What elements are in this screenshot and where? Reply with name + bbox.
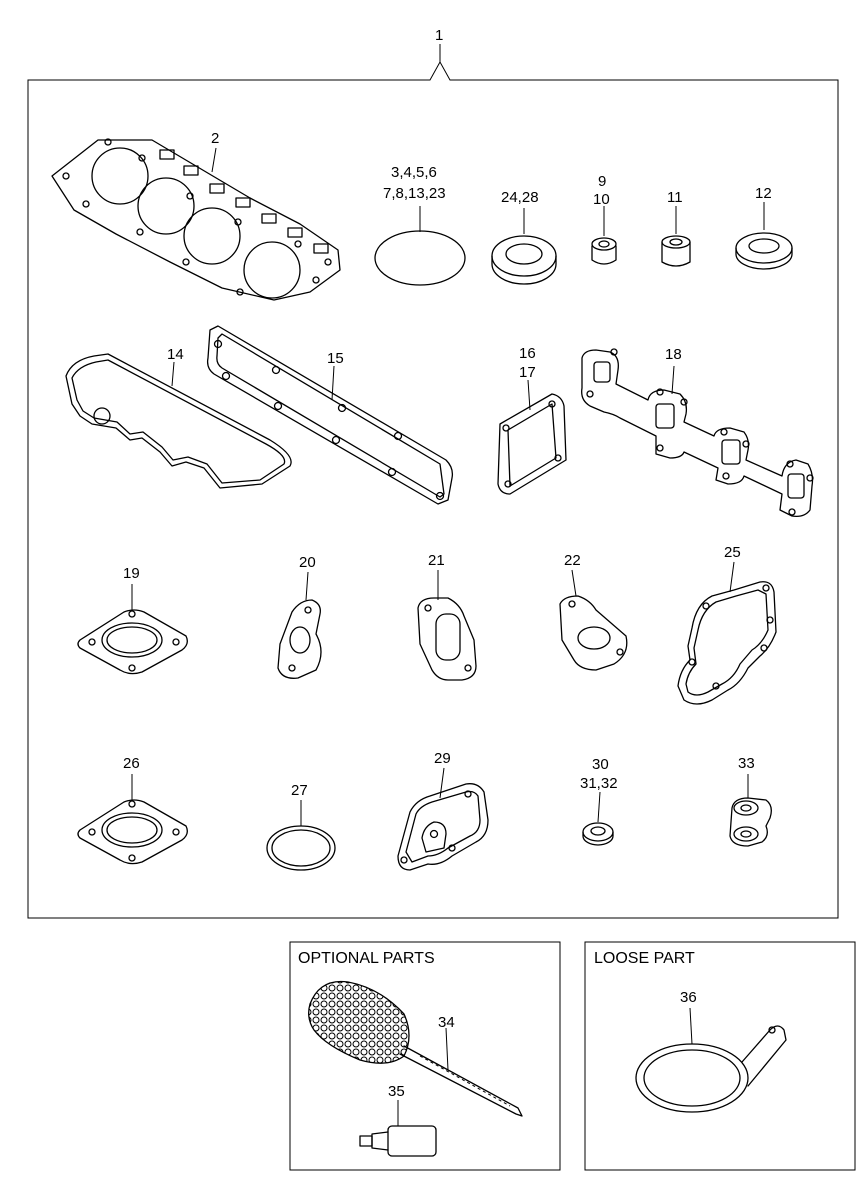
label-36: 36 [680, 989, 697, 1006]
label-15: 15 [327, 350, 344, 367]
loose-part-title: LOOSE PART [594, 950, 695, 967]
ring-12-part: 12 [735, 185, 793, 270]
label-17: 17 [519, 364, 536, 381]
rocker-cover-gasket-part: 14 [65, 346, 292, 489]
label-3-6: 3,4,5,6 [391, 164, 437, 181]
water-pump-gasket-part: 25 [677, 544, 777, 705]
flange-gasket-26-part: 26 [77, 755, 188, 865]
label-25: 25 [724, 544, 741, 561]
label-21: 21 [428, 552, 445, 569]
washers-33-part: 33 [729, 755, 772, 847]
cover-gasket-part: 29 [397, 750, 489, 871]
label-14: 14 [167, 346, 184, 363]
valve-seal-part: 9 10 [591, 173, 617, 265]
label-34: 34 [438, 1014, 455, 1031]
manifold-gasket-part: 15 [206, 325, 454, 505]
label-18: 18 [665, 346, 682, 363]
brush-part: 34 [308, 980, 523, 1117]
label-11: 11 [667, 189, 683, 206]
label-12: 12 [755, 185, 772, 202]
sleeve-part: 11 [661, 189, 691, 267]
flange-gasket-19-part: 19 [77, 565, 188, 675]
label-7-23: 7,8,13,23 [383, 185, 446, 202]
gasket-22-part: 22 [559, 552, 628, 671]
exhaust-gasket-part: 18 [581, 346, 814, 518]
optional-parts-box: OPTIONAL PARTS 34 35 [289, 941, 561, 1171]
label-35: 35 [388, 1083, 405, 1100]
label-10: 10 [593, 191, 610, 208]
label-20: 20 [299, 554, 316, 571]
o-ring-part: 3,4,5,6 7,8,13,23 [374, 164, 466, 286]
label-31-32: 31,32 [580, 775, 618, 792]
ring-27-part: 27 [266, 782, 336, 871]
label-22: 22 [564, 552, 581, 569]
washer-24-part: 24,28 [491, 189, 557, 285]
label-29: 29 [434, 750, 451, 767]
optional-parts-title: OPTIONAL PARTS [298, 950, 435, 967]
washer-30-part: 30 31,32 [580, 756, 618, 846]
label-27: 27 [291, 782, 308, 799]
gasket-20-part: 20 [277, 554, 322, 679]
gasket-21-part: 21 [417, 552, 477, 681]
label-19: 19 [123, 565, 140, 582]
tube-part: 35 [359, 1083, 437, 1157]
label-16: 16 [519, 345, 536, 362]
label-30: 30 [592, 756, 609, 773]
assembly-frame: 1 [27, 27, 839, 919]
square-gasket-part: 16 17 [497, 345, 567, 495]
label-2: 2 [211, 130, 219, 147]
tool-36-part: 36 [635, 989, 787, 1113]
label-33: 33 [738, 755, 755, 772]
label-24-28: 24,28 [501, 189, 539, 206]
label-9: 9 [598, 173, 606, 190]
label-26: 26 [123, 755, 140, 772]
head-gasket-part: 2 [51, 130, 341, 301]
assembly-label: 1 [435, 27, 443, 44]
loose-part-box: LOOSE PART 36 [584, 941, 856, 1171]
